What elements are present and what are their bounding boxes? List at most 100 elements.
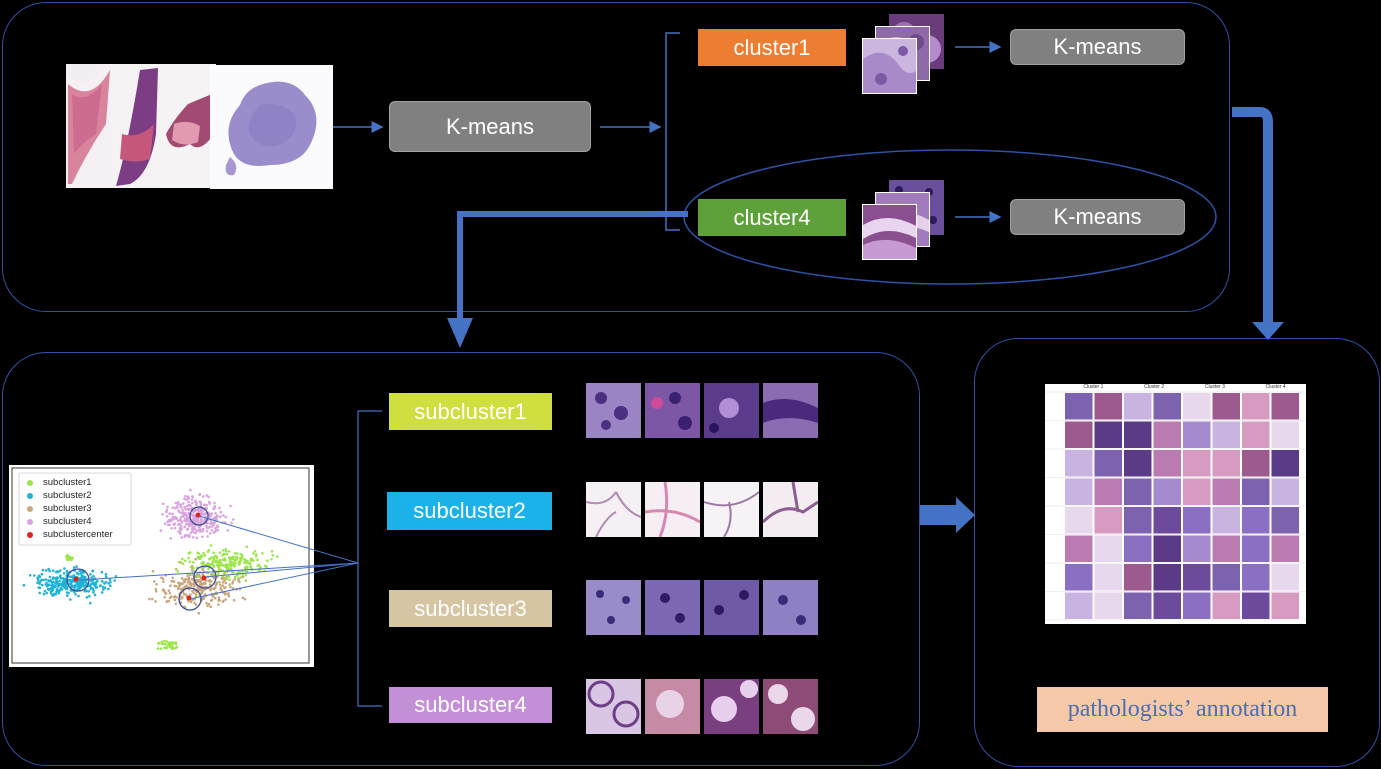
scatter-point [165,508,169,512]
tsne-scatter-plot: subcluster1 subcluster2 subcluster3 subc… [9,465,314,667]
scatter-point [200,508,203,511]
scatter-point [59,583,62,586]
scatter-point [254,553,258,556]
scatter-point [92,591,95,594]
scatter-point [36,581,39,585]
scatter-point [226,529,229,532]
scatter-point [183,525,186,529]
scatter-point [85,582,89,585]
scatter-point [169,595,173,598]
scatter-point [241,575,245,579]
grid-tile [1153,507,1181,534]
scatter-point [199,581,202,585]
scatter-point [155,582,158,586]
scatter-point [167,599,171,603]
scatter-point [205,503,208,507]
grid-tile [1271,393,1299,420]
grid-tile [1212,564,1240,591]
scatter-point [193,527,197,531]
scatter-point [57,591,61,595]
scatter-point [189,600,193,604]
scatter-point [173,522,177,525]
scatter-point [181,508,184,512]
scatter-point [89,587,92,591]
scatter-point [161,577,165,581]
scatter-point [74,592,77,596]
scatter-point [84,584,87,587]
cluster1-kmeans-box: K-means [1010,29,1185,65]
scatter-point [150,597,154,601]
scatter-point [37,574,41,578]
scatter-point [189,593,192,596]
scatter-point [223,591,227,594]
scatter-point [244,570,248,573]
grid-tile [1094,421,1122,448]
legend-item: subcluster3 [27,503,92,514]
scatter-point [188,523,191,526]
scatter-point [189,531,193,535]
scatter-point [200,512,203,515]
scatter-point [49,592,53,595]
scatter-point [195,536,199,540]
scatter-point [171,647,175,650]
scatter-point [221,521,224,524]
scatter-point [174,501,178,505]
arrow-clusters-to-annotation [1232,107,1273,322]
scatter-point [201,535,204,539]
scatter-point [190,577,194,581]
scatter-point [56,582,59,585]
scatter-point [171,643,174,646]
scatter-point [194,531,197,535]
scatter-point [159,647,163,650]
scatter-point [187,508,190,511]
scatter-point [231,580,235,583]
scatter-point [204,516,207,519]
scatter-point [183,592,186,596]
scatter-point [244,574,248,577]
scatter-point [227,556,231,559]
scatter-point [204,506,208,510]
scatter-point [224,598,227,601]
scatter-point [69,598,72,601]
scatter-point [256,564,260,567]
scatter-point [177,519,180,522]
scatter-point [187,573,190,576]
scatter-point [180,506,183,509]
scatter-point [222,514,225,517]
scatter-point [179,584,182,587]
scatter-point [207,567,210,571]
grid-tile [1124,393,1152,420]
scatter-point [221,581,225,584]
scatter-point [164,522,167,526]
scatter-point [109,584,112,587]
scatter-point [192,566,195,570]
scatter-point [88,584,92,588]
scatter-point [93,593,97,597]
scatter-point [263,564,267,568]
scatter-point [192,536,195,539]
scatter-point [184,533,187,537]
scatter-point [55,587,59,591]
scatter-point [78,578,81,582]
scatter-point [173,506,177,510]
scatter-point [214,512,217,515]
scatter-point [180,588,183,591]
scatter-point [230,567,233,571]
patch-image [862,204,917,260]
scatter-point [216,572,220,576]
scatter-point [212,522,216,525]
patch-image [763,679,818,734]
scatter-point [80,583,83,587]
scatter-point [63,567,66,570]
scatter-point [177,586,180,590]
scatter-point [47,567,50,571]
grid-tile [1183,478,1211,505]
scatter-point [179,532,182,535]
scatter-point [227,550,231,553]
scatter-point [72,574,76,577]
scatter-point [221,575,225,578]
scatter-point [208,532,212,535]
scatter-point [99,584,102,587]
scatter-point [204,594,208,597]
scatter-point [189,488,192,492]
